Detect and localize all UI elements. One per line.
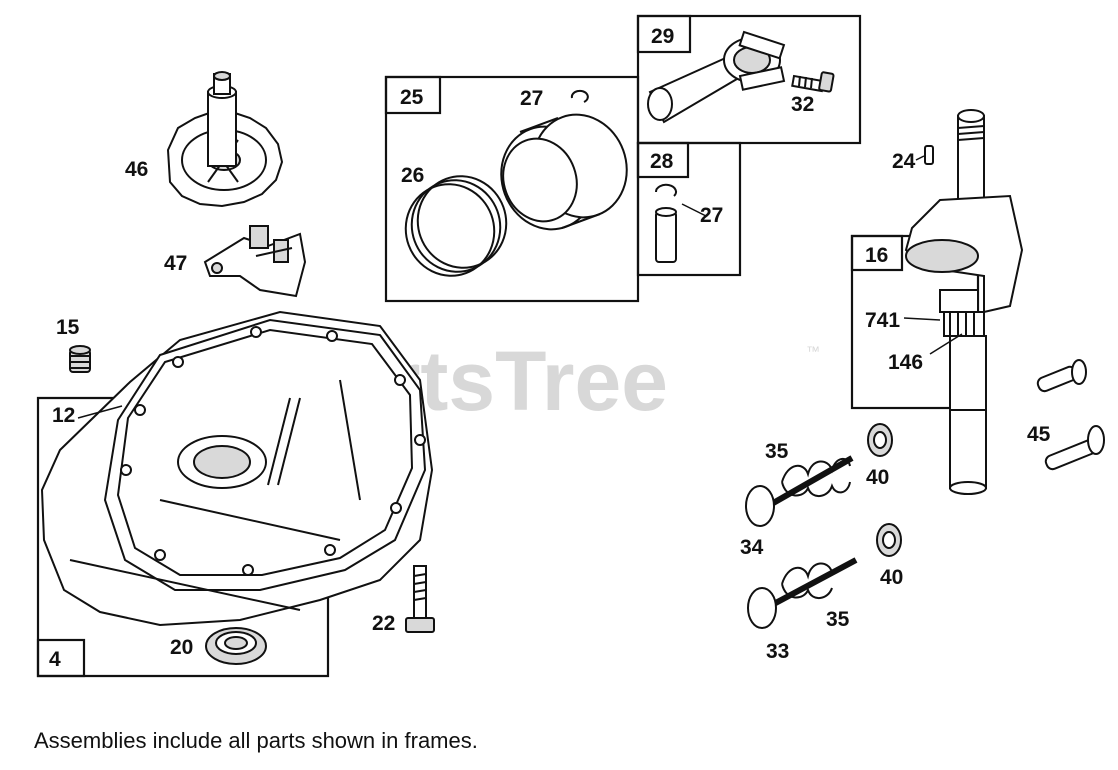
piston-pin-clip-part bbox=[570, 89, 589, 103]
callout-12: 12 bbox=[52, 404, 75, 427]
callout-15: 15 bbox=[56, 316, 80, 339]
valve-retainer-part-2 bbox=[876, 523, 902, 557]
frame-label-29: 29 bbox=[651, 25, 674, 48]
valve-spring-part bbox=[781, 458, 851, 497]
valve-spring-part-2 bbox=[781, 562, 833, 599]
crankshaft-part bbox=[904, 109, 1024, 495]
callout-46: 46 bbox=[125, 158, 148, 181]
crankcase-sump-part bbox=[40, 310, 434, 627]
callout-35-upper: 35 bbox=[765, 440, 789, 463]
assembly-frame-28: 28 bbox=[636, 141, 742, 277]
breather-plug-part bbox=[69, 345, 91, 373]
crank-key-part bbox=[924, 145, 934, 165]
frame-label-28: 28 bbox=[650, 150, 674, 173]
exhaust-valve-part bbox=[747, 557, 858, 629]
callout-27-side: 27 bbox=[700, 204, 723, 227]
sump-bolt-part bbox=[405, 565, 435, 633]
callout-47: 47 bbox=[164, 252, 187, 275]
callout-40-lower: 40 bbox=[880, 566, 903, 589]
piston-pin-clip-part-2 bbox=[654, 183, 677, 197]
callout-741: 741 bbox=[865, 309, 900, 332]
rod-bolt-part bbox=[791, 71, 835, 93]
assembly-frame-4: 4 bbox=[36, 396, 330, 678]
assembly-note: Assemblies include all parts shown in fr… bbox=[34, 728, 478, 753]
valve-tappet-part-2 bbox=[1044, 425, 1105, 471]
callout-27-top: 27 bbox=[520, 87, 543, 110]
piston-pin-part bbox=[655, 207, 677, 263]
oil-seal-part bbox=[205, 627, 267, 665]
callout-26: 26 bbox=[401, 164, 424, 187]
valve-tappet-part bbox=[1036, 359, 1087, 393]
frame-label-25: 25 bbox=[400, 86, 424, 109]
watermark-trademark: ™ bbox=[806, 343, 820, 359]
callout-35-lower: 35 bbox=[826, 608, 850, 631]
intake-valve-part bbox=[745, 455, 854, 527]
callout-22: 22 bbox=[372, 612, 395, 635]
valve-retainer-part bbox=[867, 423, 893, 457]
camshaft-gear-part bbox=[166, 71, 284, 208]
piston-part bbox=[500, 113, 628, 231]
assembly-frame-29: 29 bbox=[636, 14, 862, 145]
compression-release-part bbox=[203, 225, 307, 298]
piston-rings-part bbox=[404, 175, 508, 277]
frame-label-16: 16 bbox=[865, 244, 888, 267]
callout-32: 32 bbox=[791, 93, 814, 116]
callout-146: 146 bbox=[888, 351, 923, 374]
callout-40-upper: 40 bbox=[866, 466, 889, 489]
callout-33: 33 bbox=[766, 640, 789, 663]
callout-34: 34 bbox=[740, 536, 764, 559]
callout-20: 20 bbox=[170, 636, 193, 659]
connecting-rod-part bbox=[647, 30, 786, 124]
frame-label-4: 4 bbox=[49, 648, 61, 671]
leader-lines bbox=[77, 155, 963, 419]
callout-24: 24 bbox=[892, 150, 916, 173]
callout-45: 45 bbox=[1027, 423, 1051, 446]
